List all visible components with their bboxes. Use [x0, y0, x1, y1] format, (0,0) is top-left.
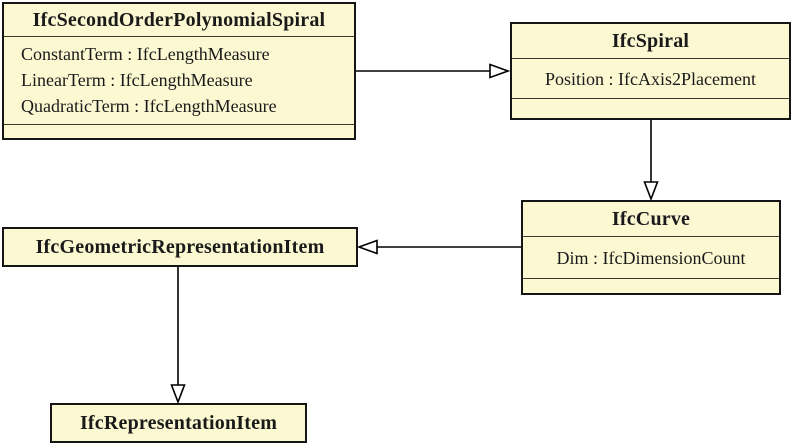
generalization-arrowhead-down-icon	[170, 384, 186, 405]
attribute-linear-term: LinearTerm : IfcLengthMeasure	[21, 70, 253, 90]
class-title: IfcCurve	[611, 207, 691, 230]
attribute-position: Position : IfcAxis2Placement	[545, 68, 756, 89]
edge-georepitem-to-repitem	[170, 267, 186, 405]
class-node-ifc-spiral[interactable]: IfcSpiral Position : IfcAxis2Placement	[510, 22, 791, 120]
empty-compartment	[4, 124, 354, 138]
class-node-ifc-representation-item[interactable]: IfcRepresentationItem	[50, 403, 307, 443]
edge-polyspiral-to-spiral	[356, 63, 511, 79]
attribute-constant-term: ConstantTerm : IfcLengthMeasure	[21, 44, 270, 64]
class-node-ifc-geometric-representation-item[interactable]: IfcGeometricRepresentationItem	[2, 227, 358, 267]
class-title: IfcRepresentationItem	[79, 411, 278, 434]
class-attributes: Dim : IfcDimensionCount	[523, 236, 779, 278]
empty-compartment	[512, 98, 789, 118]
generalization-arrowhead-right-icon	[489, 63, 511, 79]
class-node-ifc-second-order-polynomial-spiral[interactable]: IfcSecondOrderPolynomialSpiral ConstantT…	[2, 2, 356, 140]
class-node-ifc-curve[interactable]: IfcCurve Dim : IfcDimensionCount	[521, 200, 781, 295]
generalization-arrowhead-down-icon	[643, 181, 659, 202]
attribute-quadratic-term: QuadraticTerm : IfcLengthMeasure	[21, 96, 277, 116]
class-title: IfcSpiral	[611, 29, 690, 52]
empty-compartment	[523, 278, 779, 293]
edge-spiral-to-curve	[643, 120, 659, 202]
attribute-dim: Dim : IfcDimensionCount	[556, 247, 746, 268]
generalization-arrowhead-left-icon	[356, 239, 378, 255]
edge-curve-to-georepitem	[356, 239, 521, 255]
class-title: IfcSecondOrderPolynomialSpiral	[32, 8, 326, 31]
class-attributes: Position : IfcAxis2Placement	[512, 58, 789, 98]
class-attributes: ConstantTerm : IfcLengthMeasure LinearTe…	[4, 36, 354, 124]
class-title: IfcGeometricRepresentationItem	[35, 235, 325, 258]
